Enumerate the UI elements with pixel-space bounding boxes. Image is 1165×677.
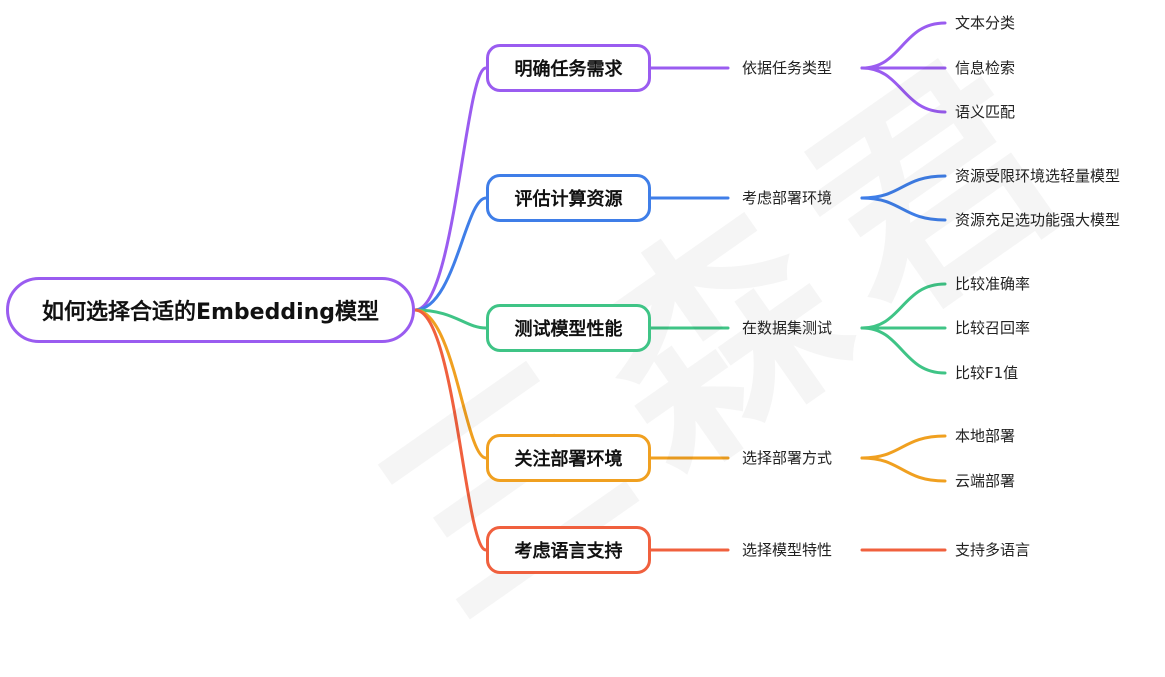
connector-root-to-branch	[413, 308, 488, 460]
leaf-accuracy[interactable]: 比较准确率	[955, 275, 1031, 293]
sub-node-dataset-test[interactable]: 在数据集测试	[742, 319, 833, 337]
leaf-local-deploy[interactable]: 本地部署	[955, 427, 1016, 445]
branch-node-model-performance[interactable]: 测试模型性能	[486, 304, 651, 352]
leaf-cloud-deploy[interactable]: 云端部署	[955, 472, 1016, 490]
connector-sub-to-leaf	[860, 456, 947, 483]
leaf-multilingual[interactable]: 支持多语言	[955, 541, 1031, 559]
sub-node-deploy-env[interactable]: 考虑部署环境	[742, 189, 833, 207]
mindmap-connectors	[413, 21, 947, 552]
branch-node-compute-resources[interactable]: 评估计算资源	[486, 174, 651, 222]
leaf-f1[interactable]: 比较F1值	[955, 364, 1019, 382]
connector-sub-to-leaf	[860, 196, 947, 222]
branch-node-language-support[interactable]: 考虑语言支持	[486, 526, 651, 574]
connector-sub-to-leaf	[860, 174, 947, 200]
root-node[interactable]: 如何选择合适的Embedding模型	[6, 277, 415, 343]
sub-node-task-type[interactable]: 依据任务类型	[742, 59, 833, 77]
connector-sub-to-leaf	[860, 282, 947, 330]
leaf-recall[interactable]: 比较召回率	[955, 319, 1031, 337]
sub-node-deploy-method[interactable]: 选择部署方式	[742, 449, 833, 467]
leaf-semantic-matching[interactable]: 语义匹配	[955, 103, 1016, 121]
leaf-lightweight-model[interactable]: 资源受限环境选轻量模型	[955, 167, 1121, 185]
branch-node-task-requirements[interactable]: 明确任务需求	[486, 44, 651, 92]
connector-root-to-branch	[413, 308, 488, 552]
connector-sub-to-leaf	[860, 21, 947, 70]
connector-root-to-branch	[413, 66, 488, 312]
connector-root-to-branch	[413, 196, 488, 312]
leaf-information-retrieval[interactable]: 信息检索	[955, 59, 1016, 77]
connector-root-to-branch	[413, 308, 488, 330]
branch-node-deploy-environment[interactable]: 关注部署环境	[486, 434, 651, 482]
sub-node-model-features[interactable]: 选择模型特性	[742, 541, 833, 559]
leaf-powerful-model[interactable]: 资源充足选功能强大模型	[955, 211, 1121, 229]
connector-sub-to-leaf	[860, 66, 947, 114]
connector-sub-to-leaf	[860, 434, 947, 460]
connector-sub-to-leaf	[860, 326, 947, 375]
leaf-text-classification[interactable]: 文本分类	[955, 14, 1016, 32]
